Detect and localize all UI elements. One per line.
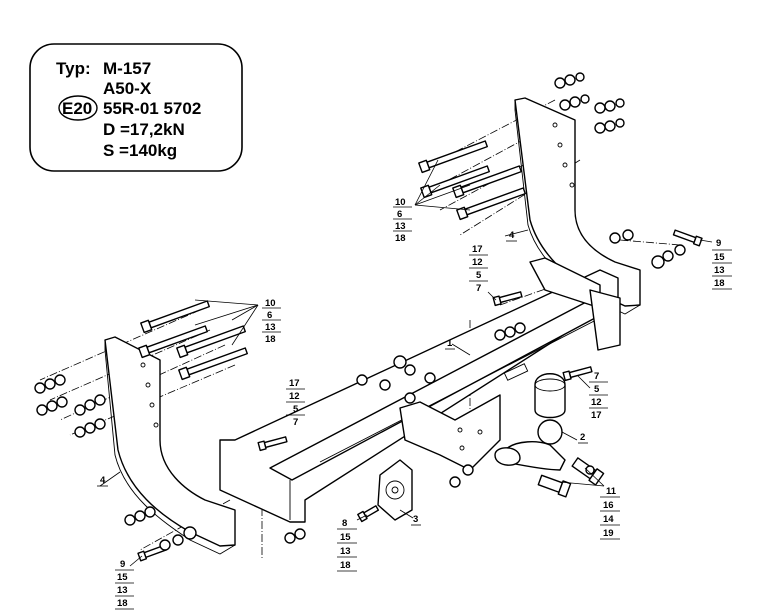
label-7: 7 [293, 417, 298, 428]
bolts [138, 140, 605, 498]
callout-stack-right-small: 7 5 12 17 [589, 371, 608, 421]
callout-stack-ball-bolts: 11 16 14 19 [600, 486, 620, 540]
typ-value: M-157 [103, 59, 151, 78]
d-value: D =17,2kN [103, 120, 185, 139]
label-5: 5 [476, 270, 482, 281]
label-15: 15 [340, 532, 351, 543]
label-part-3: 3 [413, 514, 418, 525]
callout-stack-left-bolts: 10 6 13 18 [262, 298, 281, 345]
label-12: 12 [289, 391, 300, 402]
label-part-1: 1 [447, 338, 453, 349]
leader-lines [99, 159, 713, 567]
label-10: 10 [265, 298, 276, 309]
short-bolts [137, 229, 703, 562]
label-15: 15 [117, 572, 128, 583]
label-13: 13 [265, 322, 276, 333]
label-17: 17 [591, 410, 602, 421]
typ-label: Typ: [56, 59, 91, 78]
approval-mark: E20 [62, 99, 92, 118]
label-18: 18 [340, 560, 351, 571]
nuts-washers [34, 72, 686, 551]
socket-plate [377, 459, 413, 521]
approval-number: 55R-01 5702 [103, 99, 201, 118]
spec-box: Typ: M-157 A50-X E20 55R-01 5702 D =17,2… [29, 43, 243, 172]
callout-stack-socket-plate: 8 15 13 18 [337, 518, 357, 572]
label-7: 7 [476, 283, 481, 294]
s-value: S =140kg [103, 141, 177, 160]
variant-code: A50-X [103, 79, 152, 98]
label-7: 7 [594, 371, 599, 382]
label-part-4-left: 4 [100, 475, 106, 486]
label-8: 8 [342, 518, 347, 529]
label-18: 18 [395, 233, 406, 244]
label-12: 12 [591, 397, 602, 408]
callout-stack-top-bolts: 10 6 13 18 [393, 197, 412, 244]
label-5: 5 [293, 404, 299, 415]
label-13: 13 [714, 265, 725, 276]
callout-stack-left-small: 17 12 5 7 [286, 378, 305, 428]
label-17: 17 [289, 378, 300, 389]
callout-stack-bottom-left: 9 15 13 18 [115, 559, 134, 610]
approval-oval [58, 95, 98, 121]
label-14: 14 [603, 514, 614, 525]
label-13: 13 [117, 585, 128, 596]
label-15: 15 [714, 252, 725, 263]
label-13: 13 [395, 221, 406, 232]
callout-stack-upper-right: 9 15 13 18 [712, 238, 732, 290]
label-5: 5 [594, 384, 600, 395]
label-16: 16 [603, 500, 614, 511]
callouts: 10 6 13 18 10 6 13 18 17 12 5 7 [97, 197, 732, 610]
label-11: 11 [606, 486, 617, 497]
label-18: 18 [265, 334, 276, 345]
label-10: 10 [395, 197, 406, 208]
label-17: 17 [472, 244, 483, 255]
label-6: 6 [397, 209, 402, 220]
label-19: 19 [603, 528, 614, 539]
callout-stack-upper-small: 17 12 5 7 [469, 244, 488, 294]
label-9: 9 [120, 559, 125, 570]
ball-hitch [494, 373, 566, 471]
label-part-2: 2 [580, 432, 585, 443]
label-13: 13 [340, 546, 351, 557]
label-6: 6 [267, 310, 272, 321]
label-18: 18 [117, 598, 128, 609]
label-part-4-right: 4 [509, 230, 515, 241]
label-9: 9 [716, 238, 721, 249]
label-12: 12 [472, 257, 483, 268]
label-18: 18 [714, 278, 725, 289]
bracket-left [104, 336, 236, 555]
